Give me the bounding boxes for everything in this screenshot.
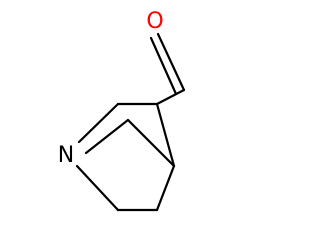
bond-aldehyde-c-o-a <box>156 32 186 92</box>
bond-bridge-c-bridgehead-bottom <box>126 118 176 168</box>
structure-canvas: N O <box>57 9 186 212</box>
bond-c4-aldehyde-c <box>155 88 186 106</box>
molecule-diagram: N O <box>58 9 186 212</box>
bond-aldehyde-c-o-b <box>149 36 178 96</box>
bond-n-c-lower <box>75 164 120 212</box>
bond-n-c-bridge <box>84 118 130 155</box>
oxygen-atom-label: O <box>146 9 163 34</box>
nitrogen-atom-label: N <box>58 143 74 168</box>
bond-c-bridgehead-bottom <box>155 164 176 212</box>
bond-n-c-upper <box>77 102 120 144</box>
bond-c4-bridgehead-bottom <box>155 102 176 168</box>
